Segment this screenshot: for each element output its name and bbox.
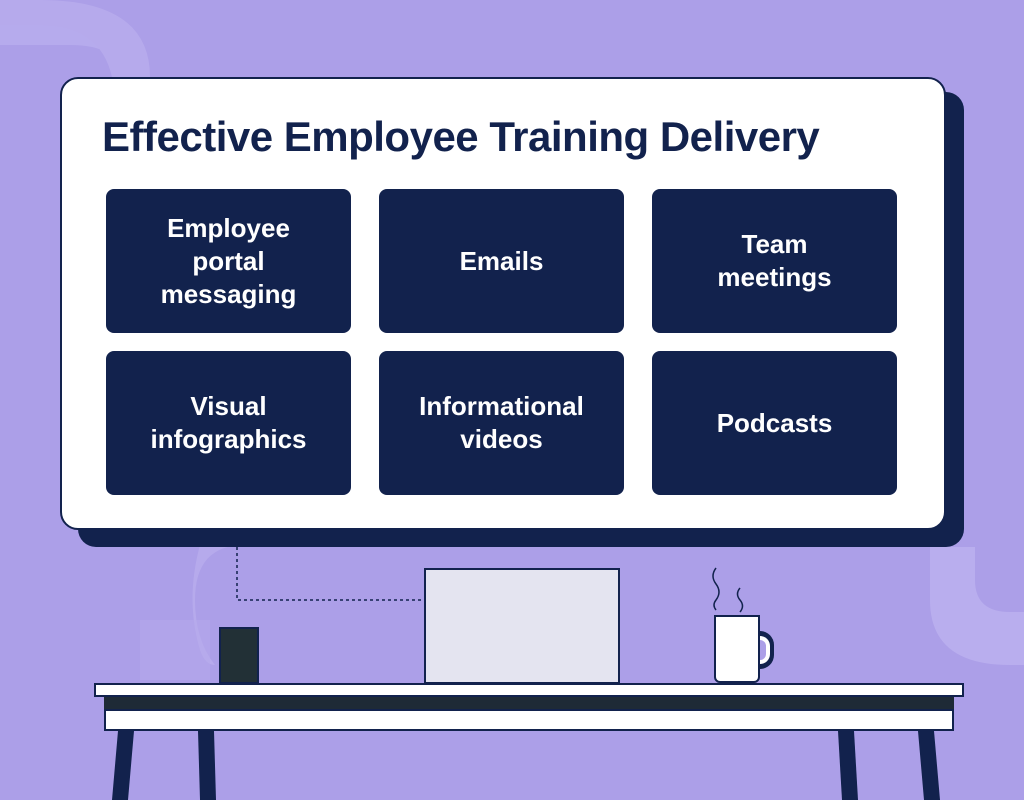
desk-top <box>94 683 964 697</box>
method-tile-employee-portal-messaging: Employee portal messaging <box>106 189 351 333</box>
desk-band <box>104 697 954 709</box>
method-tile-visual-infographics: Visual infographics <box>106 351 351 495</box>
method-label: Visual infographics <box>150 391 307 454</box>
method-label: Emails <box>459 245 544 276</box>
method-label: Team meetings <box>717 229 832 292</box>
method-label: Podcasts <box>716 407 833 438</box>
desk-apron <box>104 709 954 731</box>
method-label: Informational videos <box>419 391 584 454</box>
laptop-icon <box>424 568 620 684</box>
mug-handle-inner <box>752 636 770 664</box>
method-tile-emails: Emails <box>379 189 624 333</box>
speaker-device <box>219 627 259 684</box>
mug-handle <box>748 631 774 669</box>
coffee-mug-icon <box>714 615 760 683</box>
method-tile-podcasts: Podcasts <box>652 351 897 495</box>
training-board: Effective Employee Training Delivery Emp… <box>60 77 946 530</box>
method-tile-team-meetings: Team meetings <box>652 189 897 333</box>
method-tile-informational-videos: Informational videos <box>379 351 624 495</box>
board-title: Effective Employee Training Delivery <box>102 113 820 160</box>
method-label: Employee portal messaging <box>160 212 297 309</box>
